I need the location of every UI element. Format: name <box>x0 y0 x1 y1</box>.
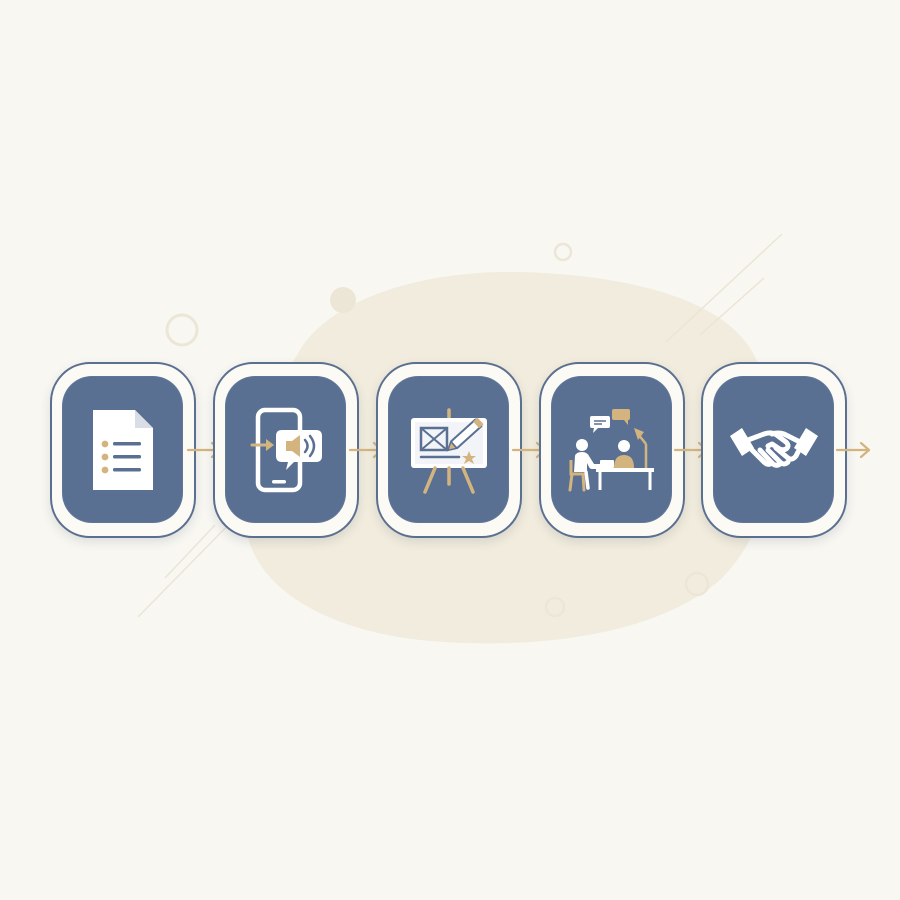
deco-circle <box>330 287 356 313</box>
step-3-card <box>376 362 522 538</box>
handshake-icon <box>729 427 818 468</box>
deco-line <box>164 524 216 579</box>
deco-line <box>699 277 765 336</box>
arrow-right-icon <box>835 441 871 459</box>
step-4-tile <box>551 376 672 523</box>
document-list-icon <box>92 409 153 490</box>
step-1-card <box>50 362 196 538</box>
step-5-tile <box>713 376 834 523</box>
meeting-desk-icon <box>568 408 654 491</box>
step-2-card <box>213 362 359 538</box>
deco-circle <box>544 596 566 618</box>
step-2-tile <box>225 376 346 523</box>
step-1-tile <box>62 376 183 523</box>
deco-circle <box>165 313 199 347</box>
deco-circle <box>553 242 573 262</box>
easel-sketch-icon <box>410 407 487 494</box>
step-3-tile <box>388 376 509 523</box>
deco-line <box>665 233 783 343</box>
mobile-speaker-icon <box>250 407 322 492</box>
step-5-card <box>701 362 847 538</box>
step-4-card <box>539 362 685 538</box>
deco-circle <box>684 571 710 597</box>
